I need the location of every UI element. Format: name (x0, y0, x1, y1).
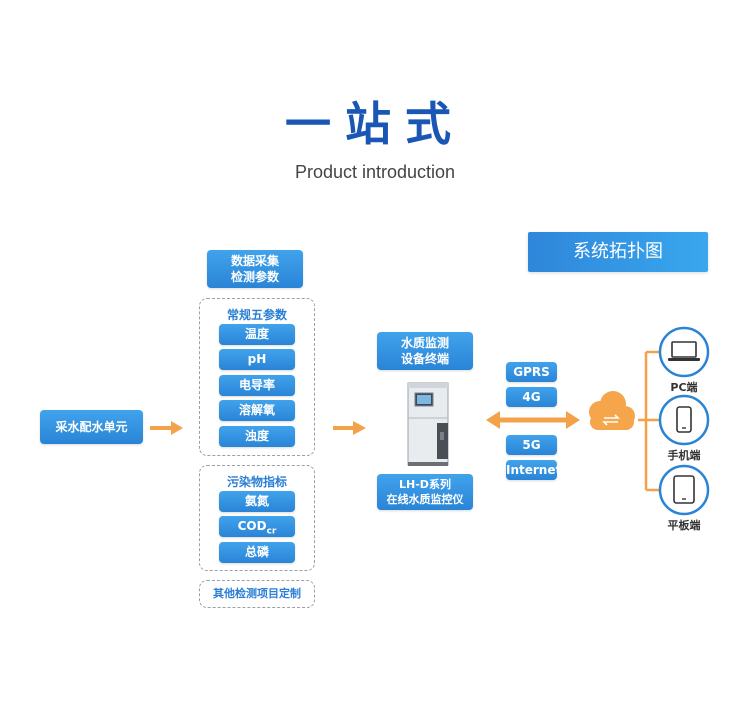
param-cod-subscript: cr (266, 526, 277, 537)
tablet-icon (658, 464, 710, 516)
page-title: 一站式 (285, 97, 465, 151)
device-series-line2: 在线水质监控仪 (386, 493, 464, 506)
arrow-source-to-collection (150, 421, 183, 435)
param-cod: CODcr (219, 516, 295, 537)
param-conductivity: 电导率 (219, 375, 295, 396)
terminal-line1: 水质监测 (400, 336, 449, 350)
param-temperature: 温度 (219, 324, 295, 345)
param-ammonia-nitrogen: 氨氮 (219, 491, 295, 512)
network-5g: 5G (506, 435, 557, 455)
double-arrow-network (486, 411, 580, 429)
param-ph: pH (219, 349, 295, 370)
device-bracket (638, 350, 660, 492)
device-series-box: LH-D系列 在线水质监控仪 (377, 474, 473, 510)
param-dissolved-oxygen: 溶解氧 (219, 400, 295, 421)
custom-items-label: 其他检测项目定制 (213, 587, 301, 600)
device-series-line1: LH-D系列 (399, 478, 451, 491)
data-collection-line1: 数据采集 (230, 254, 279, 268)
custom-items-box (199, 580, 315, 608)
topology-button[interactable]: 系统拓扑图 (528, 232, 708, 272)
param-cod-label: COD (237, 519, 267, 533)
arrow-collection-to-terminal (333, 421, 366, 435)
terminal-box: 水质监测 设备终端 (377, 332, 473, 370)
page-subtitle: Product introduction (294, 162, 456, 182)
pollutant-group (199, 465, 315, 571)
monitoring-cabinet-icon (407, 382, 449, 466)
standard-params-group (199, 298, 315, 456)
network-internet: Internet (506, 460, 561, 480)
data-collection-line2: 检测参数 (230, 270, 279, 284)
network-gprs: GPRS (506, 362, 557, 382)
pollutant-title: 污染物指标 (226, 475, 287, 489)
endpoint-tablet-label: 平板端 (667, 519, 701, 532)
cloud-icon (589, 391, 635, 430)
terminal-line2: 设备终端 (400, 352, 449, 366)
data-collection-box: 数据采集 检测参数 (207, 250, 303, 288)
endpoint-phone-label: 手机端 (667, 449, 701, 462)
standard-params-title: 常规五参数 (226, 308, 287, 322)
phone-icon (658, 394, 710, 446)
param-turbidity: 浊度 (219, 426, 295, 447)
param-total-phosphorus: 总磷 (219, 542, 295, 563)
network-4g: 4G (506, 387, 557, 407)
laptop-icon (658, 326, 710, 378)
endpoint-pc-label: PC端 (670, 381, 698, 394)
water-intake-unit: 采水配水单元 (40, 410, 143, 444)
